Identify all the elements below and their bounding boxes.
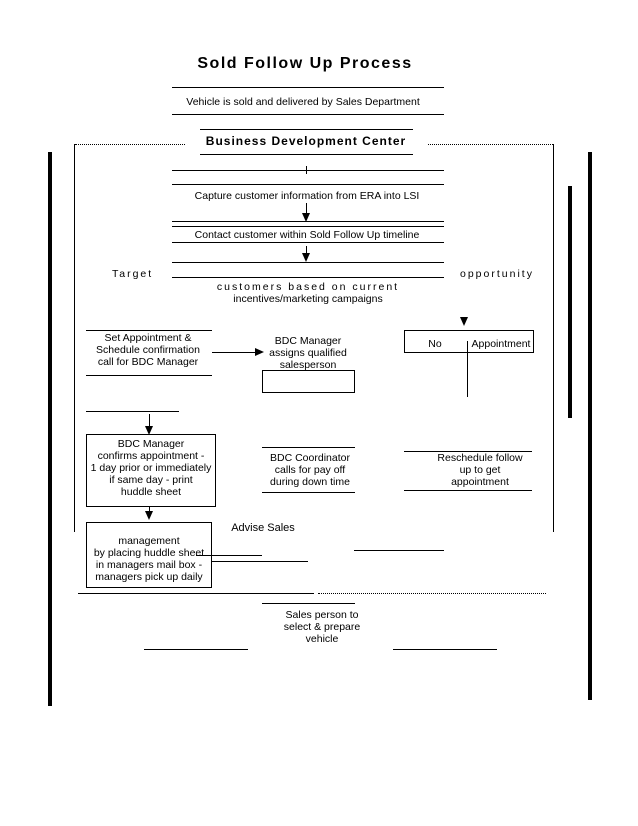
bdc-coord-line2: calls for pay off [274, 464, 346, 476]
capture-label: Capture customer information from ERA in… [194, 190, 420, 202]
set-appt-bottom-line [86, 375, 212, 376]
target-line1: customers based on current [216, 281, 400, 293]
bdc-confirm-line4: if same day - print [109, 474, 193, 486]
bdc-dotted-left [75, 144, 185, 145]
bdc-mgr-assign-line1: BDC Manager [274, 335, 342, 347]
confirm-arrow-down [145, 426, 153, 435]
reschedule-line2: up to get [459, 464, 501, 476]
no-appt-arrow-down [460, 317, 468, 326]
contact-label: Contact customer within Sold Follow Up t… [194, 229, 420, 241]
salesperson-top-line [262, 603, 355, 604]
reschedule-line3: appointment [451, 476, 509, 488]
set-appt-top-line [86, 330, 212, 331]
capture-top-line-1 [172, 170, 444, 171]
bottom-solid-line [78, 593, 314, 594]
capture-arrow-down [302, 213, 310, 222]
bdc-confirm-box [86, 434, 216, 507]
target-right-label: opportunity [460, 268, 534, 280]
salesperson-right-line [393, 649, 497, 650]
target-line [172, 277, 444, 278]
appt-to-mgr-arrow [255, 348, 264, 356]
no-appt-box [404, 330, 534, 353]
appointment-label: Appointment [471, 338, 531, 350]
sold-step-bottom-line [172, 114, 444, 115]
salesperson-left-line [144, 649, 248, 650]
bdc-header-bottom-line [200, 154, 413, 155]
capture-connector-a [306, 166, 307, 174]
capture-connector-b [306, 203, 307, 213]
reschedule-top-line [404, 451, 532, 452]
bdc-header-top-line [200, 129, 413, 130]
capture-top-line-2 [172, 184, 444, 185]
contact-connector [306, 246, 307, 254]
bdc-right-border [553, 144, 554, 532]
advise-sales-label: Advise Sales [231, 522, 295, 534]
contact-lower-line [172, 262, 444, 263]
management-line3: in managers mail box - [95, 559, 203, 571]
bdc-mgr-assign-line3: salesperson [279, 359, 337, 371]
reschedule-bottom-line [404, 490, 532, 491]
bdc-confirm-line5: huddle sheet [120, 486, 182, 498]
confirm-connector [149, 414, 150, 427]
left-thick-bar [48, 152, 52, 706]
bdc-mgr-assign-box [262, 370, 355, 393]
salesperson-line2: select & prepare [283, 621, 361, 633]
coord-bottom-line [262, 492, 355, 493]
set-appt-line3: call for BDC Manager [97, 356, 199, 368]
bdc-mgr-assign-line2: assigns qualified [269, 347, 347, 359]
contact-bottom-line [172, 242, 444, 243]
page-title: Sold Follow Up Process [197, 55, 413, 72]
bdc-header: Business Development Center [205, 134, 407, 148]
contact-top-line [172, 226, 444, 227]
bdc-confirm-line3: 1 day prior or immediately [90, 462, 212, 474]
bottom-dotted-line [318, 593, 546, 594]
no-appt-divider [467, 341, 468, 397]
coord-top-line [262, 447, 355, 448]
bdc-coord-line1: BDC Coordinator [270, 452, 350, 464]
set-appt-line2: Schedule confirmation [96, 344, 200, 356]
salesperson-line1: Sales person to [285, 609, 359, 621]
salesperson-line3: vehicle [305, 633, 339, 645]
right-thick-bar-1 [568, 186, 572, 418]
mgmt-right-line [354, 550, 444, 551]
sold-step-label: Vehicle is sold and delivered by Sales D… [186, 96, 420, 108]
target-left-label: Target [112, 268, 154, 280]
bdc-coord-line3: during down time [270, 476, 350, 488]
no-label: No [428, 338, 442, 350]
mgmt-side-line-2 [212, 561, 308, 562]
management-line4: managers pick up daily [95, 571, 203, 583]
bdc-confirm-line2: confirms appointment - [97, 450, 205, 462]
mgmt-side-line-1 [196, 555, 262, 556]
mgmt-connector [149, 507, 150, 511]
management-line1: management [118, 535, 180, 547]
management-line2: by placing huddle sheet [93, 547, 205, 559]
reschedule-line1: Reschedule follow [437, 452, 523, 464]
target-line2: incentives/marketing campaigns [233, 293, 383, 305]
bdc-left-border [74, 144, 75, 532]
appt-to-mgr-line [212, 352, 256, 353]
bdc-confirm-line1: BDC Manager [117, 438, 185, 450]
set-appt-line1: Set Appointment & [104, 332, 192, 344]
bdc-dotted-right [428, 144, 553, 145]
confirm-top-line [86, 411, 179, 412]
right-thick-bar-2 [588, 152, 592, 700]
management-box [86, 522, 212, 588]
sold-step-top-line [172, 87, 444, 88]
contact-arrow-down [302, 253, 310, 262]
mgmt-arrow-down [145, 511, 153, 520]
